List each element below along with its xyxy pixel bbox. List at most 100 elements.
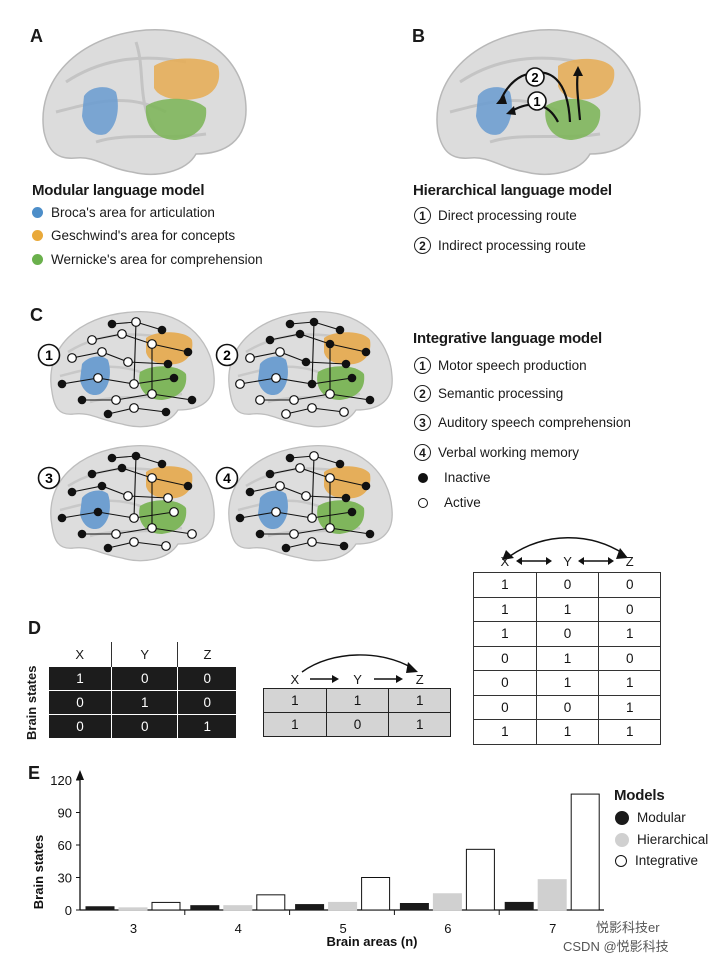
bar-hierarchical-7 <box>537 879 567 911</box>
brain-number-1: 1 <box>45 347 53 363</box>
legend-models-title: Models <box>614 787 665 804</box>
hierarchical-header-cell: X <box>290 671 300 687</box>
brain-network-1 <box>49 310 216 428</box>
panel-a-title: Modular language model <box>32 182 205 199</box>
legend-active-label: Active <box>444 495 481 510</box>
route-2-label: 2 <box>531 70 538 85</box>
watermark-line2: CSDN @悦影科技 <box>563 939 669 954</box>
legend-indirect-route: 2 Indirect processing route <box>414 237 586 254</box>
brain-network-grid: 1 2 3 4 <box>37 310 394 562</box>
modular-header-cell: Y <box>111 642 178 667</box>
bar-integrative-7 <box>570 793 600 911</box>
legend-semantic-label: Semantic processing <box>438 386 564 401</box>
route-1-icon: 1 <box>414 207 431 224</box>
hierarchical-cell: 1 <box>263 712 327 737</box>
legend-modular: Modular <box>615 810 686 825</box>
modular-header-cell: Z <box>177 642 237 667</box>
integrative-cell: 0 <box>535 694 600 720</box>
integrative-cell: 1 <box>473 596 537 622</box>
integrative-cell: 0 <box>535 621 600 647</box>
legend-motor: 1 Motor speech production <box>414 357 587 374</box>
bar-hierarchical-5 <box>328 901 358 911</box>
modular-cell: 1 <box>47 666 113 691</box>
legend-semantic: 2 Semantic processing <box>414 385 563 402</box>
geschwind-dot-icon <box>32 230 43 241</box>
legend-verbal: 4 Verbal working memory <box>414 444 579 461</box>
x-tick-label: 5 <box>339 921 346 936</box>
y-tick-label: 60 <box>58 838 72 853</box>
chart-y-label: Brain states <box>31 835 46 909</box>
hierarchical-cell: 0 <box>325 712 390 737</box>
integrative-cell: 0 <box>473 670 537 696</box>
modular-cell: 0 <box>177 666 237 691</box>
y-tick-label: 90 <box>58 806 72 821</box>
legend-geschwind: Geschwind's area for concepts <box>32 228 235 243</box>
legend-wernicke: Wernicke's area for comprehension <box>32 252 263 267</box>
integrative-cell: 0 <box>473 645 537 671</box>
integrative-cell: 1 <box>535 645 600 671</box>
hierarchical-cell: 1 <box>388 712 451 737</box>
legend-wernicke-label: Wernicke's area for comprehension <box>51 252 263 267</box>
legend-modular-label: Modular <box>637 810 686 825</box>
integrative-cell: 1 <box>535 670 600 696</box>
modular-swatch-icon <box>615 810 629 825</box>
panel-b-letter: B <box>412 26 425 46</box>
x-tick-label: 7 <box>549 921 556 936</box>
modular-cell: 0 <box>177 690 237 715</box>
panel-c-letter: C <box>30 305 43 325</box>
integrative-cell: 1 <box>535 719 600 745</box>
brain-number-4: 4 <box>223 470 231 486</box>
modular-cell: 1 <box>111 690 179 715</box>
bar-modular-6 <box>399 903 429 911</box>
legend-motor-label: Motor speech production <box>438 358 587 373</box>
hierarchical-cell: 1 <box>263 688 327 713</box>
legend-auditory: 3 Auditory speech comprehension <box>414 414 631 431</box>
brain-illustration-a <box>42 29 247 175</box>
y-tick-label: 0 <box>65 903 72 918</box>
wernicke-dot-icon <box>32 254 43 265</box>
wernicke-area-a <box>145 98 207 140</box>
brain-network-4 <box>227 444 394 562</box>
legend-indirect-route-label: Indirect processing route <box>438 238 586 253</box>
modular-header-cell: X <box>75 646 85 662</box>
x-tick-label: 3 <box>130 921 137 936</box>
bar-integrative-3 <box>151 901 181 911</box>
bar-hierarchical-6 <box>432 893 462 911</box>
legend-broca-label: Broca's area for articulation <box>51 205 215 220</box>
bar-integrative-6 <box>465 848 495 911</box>
integrative-cell: 1 <box>473 572 537 598</box>
modular-cell: 0 <box>47 690 113 715</box>
integrative-1-icon: 1 <box>414 357 431 374</box>
bar-integrative-4 <box>256 894 286 911</box>
y-tick-label: 30 <box>58 871 72 886</box>
legend-geschwind-label: Geschwind's area for concepts <box>51 228 236 243</box>
legend-direct-route-label: Direct processing route <box>438 208 577 223</box>
legend-hierarchical: Hierarchical <box>615 832 708 847</box>
modular-cell: 0 <box>111 666 179 691</box>
integrative-4-icon: 4 <box>414 444 431 461</box>
integrative-arrow-header <box>502 537 628 565</box>
legend-inactive: Inactive <box>418 470 491 485</box>
legend-broca: Broca's area for articulation <box>32 205 215 220</box>
bar-integrative-5 <box>361 877 391 911</box>
bar-modular-5 <box>295 904 325 911</box>
inactive-dot-icon <box>418 472 428 483</box>
panel-c-title: Integrative language model <box>413 330 603 347</box>
integrative-cell: 1 <box>598 694 661 720</box>
integrative-header-cell: X <box>500 553 510 569</box>
integrative-cell: 0 <box>473 694 537 720</box>
hierarchical-header-cell: Z <box>415 671 424 687</box>
